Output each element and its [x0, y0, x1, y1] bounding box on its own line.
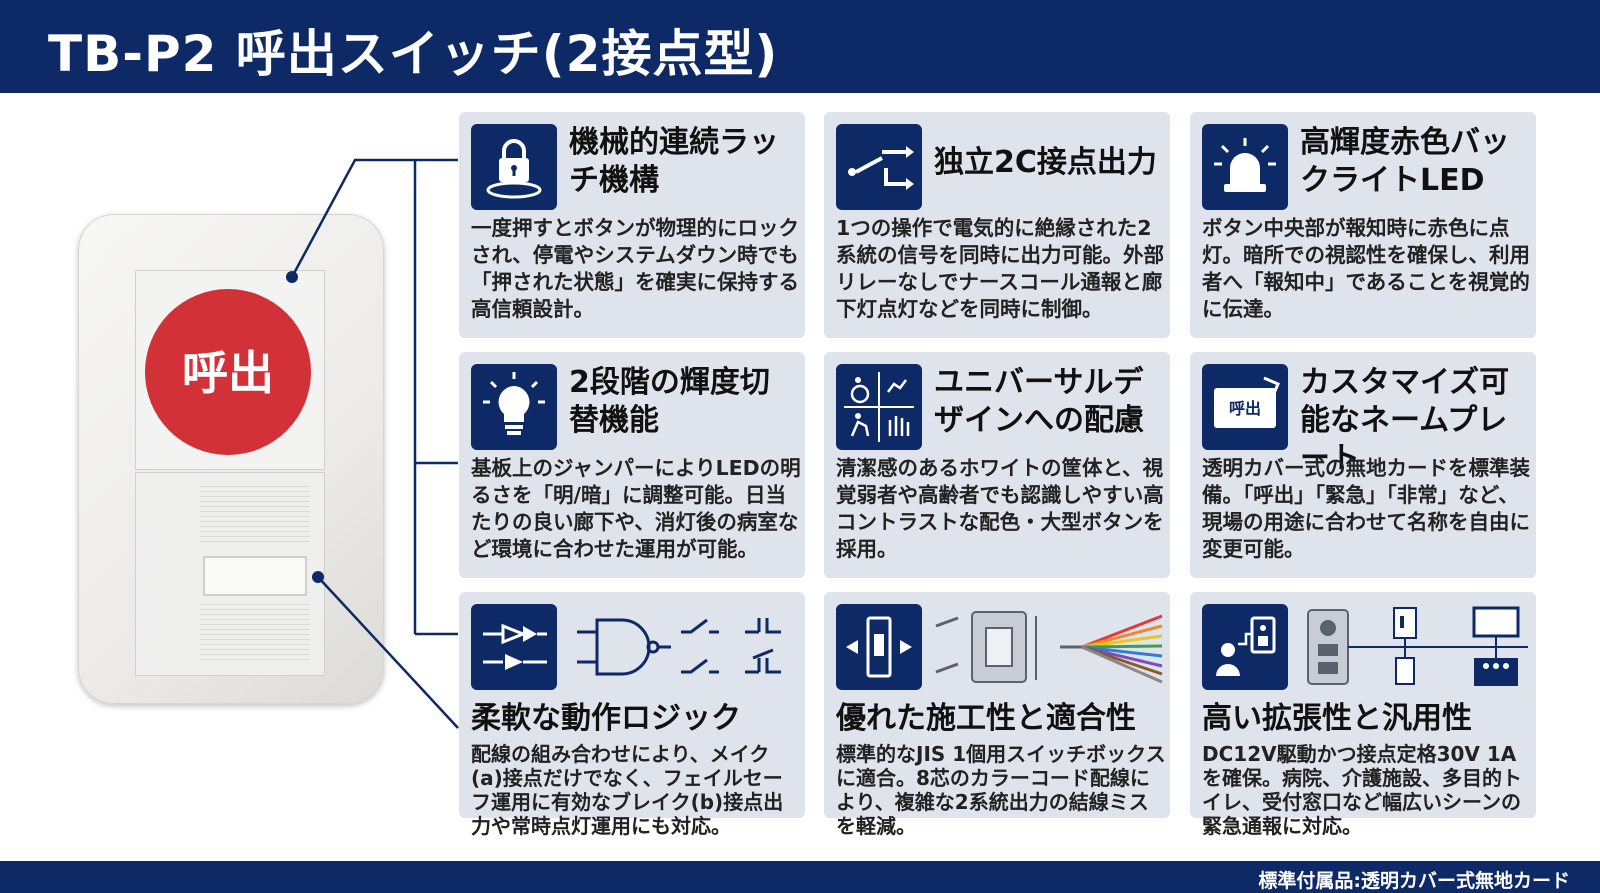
feature-card-expandability: 高い拡張性と汎用性 DC12V駆動かつ接点定格30V 1Aを確保。病院、介護施設…: [1190, 592, 1536, 838]
lightbulb-icon: [471, 364, 557, 450]
rib-pattern-top: [200, 486, 310, 546]
card-title: ユニバーサルデザインへの配慮: [934, 365, 1144, 438]
beacon-icon: [1202, 124, 1288, 210]
card-description: 配線の組み合わせにより、メイク(a)接点だけでなく、フェイルセーフ運用に有効なブ…: [471, 742, 784, 838]
logic-circuit-art: [567, 602, 801, 692]
nameplate-icon: 呼出: [1202, 364, 1288, 450]
feature-card-universal-design: ユニバーサルデザインへの配慮 清潔感のあるホワイトの筐体と、視覚弱者や高齢者でも…: [824, 352, 1170, 578]
installation-icon: [836, 604, 922, 690]
card-title: 機械的連続ラッチ機構: [569, 125, 779, 198]
feature-card-logic: 柔軟な動作ロジック 配線の組み合わせにより、メイク(a)接点だけでなく、フェイル…: [459, 592, 805, 838]
feature-card-brightness: 2段階の輝度切替機能 基板上のジャンパーによりLEDの明るさを「明/暗」に調整可…: [459, 352, 805, 578]
contact-switch-icon: [836, 124, 922, 210]
card-title: 2段階の輝度切替機能: [569, 365, 770, 438]
card-description: 標準的なJIS 1個用スイッチボックスに適合。8芯のカラーコード配線により、複雑…: [836, 742, 1166, 838]
system-diagram-art: [1298, 602, 1532, 692]
card-title: 高い拡張性と汎用性: [1202, 701, 1472, 736]
card-title: カスタマイズ可能なネームプレート: [1300, 365, 1510, 476]
accessory-note: 標準付属品:透明カバー式無地カード: [1258, 870, 1570, 892]
card-description: ボタン中央部が報知時に赤色に点灯。暗所での視認性を確保し、利用者へ「報知中」であ…: [1202, 216, 1530, 321]
nameplate-icon-text: 呼出: [1229, 399, 1261, 418]
accessibility-icon: [836, 364, 922, 450]
card-title: 独立2C接点出力: [934, 145, 1157, 180]
logic-gate-icon: [471, 604, 557, 690]
card-title: 柔軟な動作ロジック: [471, 701, 741, 736]
card-description: 基板上のジャンパーによりLEDの明るさを「明/暗」に調整可能。日当たりの良い廊下…: [471, 456, 801, 561]
header-bar: TB-P2 呼出スイッチ(2接点型): [0, 0, 1600, 93]
card-description: 一度押すとボタンが物理的にロックされ、停電やシステムダウン時でも「押された状態」…: [471, 216, 799, 321]
card-title: 優れた施工性と適合性: [836, 701, 1136, 736]
wiring-art: [932, 602, 1166, 692]
feature-card-latch: 機械的連続ラッチ機構 一度押すとボタンが物理的にロックされ、停電やシステムダウン…: [459, 112, 805, 338]
feature-card-2c-contact: 独立2C接点出力 1つの操作で電気的に絶縁された2系統の信号を同時に出力可能。外…: [824, 112, 1170, 338]
card-title: 高輝度赤色バックライトLED: [1300, 125, 1510, 198]
card-description: 清潔感のあるホワイトの筐体と、視覚弱者や高齢者でも認識しやすい高コントラストな配…: [836, 456, 1164, 561]
card-description: DC12V駆動かつ接点定格30V 1Aを確保。病院、介護施設、多目的トイレ、受付…: [1202, 742, 1522, 838]
card-description: 透明カバー式の無地カードを標準装備。「呼出」「緊急」「非常」など、現場の用途に合…: [1202, 456, 1530, 561]
rib-pattern-bottom: [200, 604, 310, 664]
call-button-label: 呼出: [182, 346, 274, 400]
lock-icon: [471, 124, 557, 210]
feature-card-led: 高輝度赤色バックライトLED ボタン中央部が報知時に赤色に点灯。暗所での視認性を…: [1190, 112, 1536, 338]
call-button-red-face: 呼出: [145, 289, 311, 455]
nameplate-window: [203, 556, 307, 596]
network-icon: [1202, 604, 1288, 690]
feature-card-nameplate: 呼出 カスタマイズ可能なネームプレート 透明カバー式の無地カードを標準装備。「呼…: [1190, 352, 1536, 578]
footer-bar: 標準付属品:透明カバー式無地カード: [0, 861, 1600, 893]
page-title: TB-P2 呼出スイッチ(2接点型): [48, 25, 779, 83]
feature-card-installation: 優れた施工性と適合性 標準的なJIS 1個用スイッチボックスに適合。8芯のカラー…: [824, 592, 1170, 838]
card-description: 1つの操作で電気的に絶縁された2系統の信号を同時に出力可能。外部リレーなしでナー…: [836, 216, 1164, 321]
